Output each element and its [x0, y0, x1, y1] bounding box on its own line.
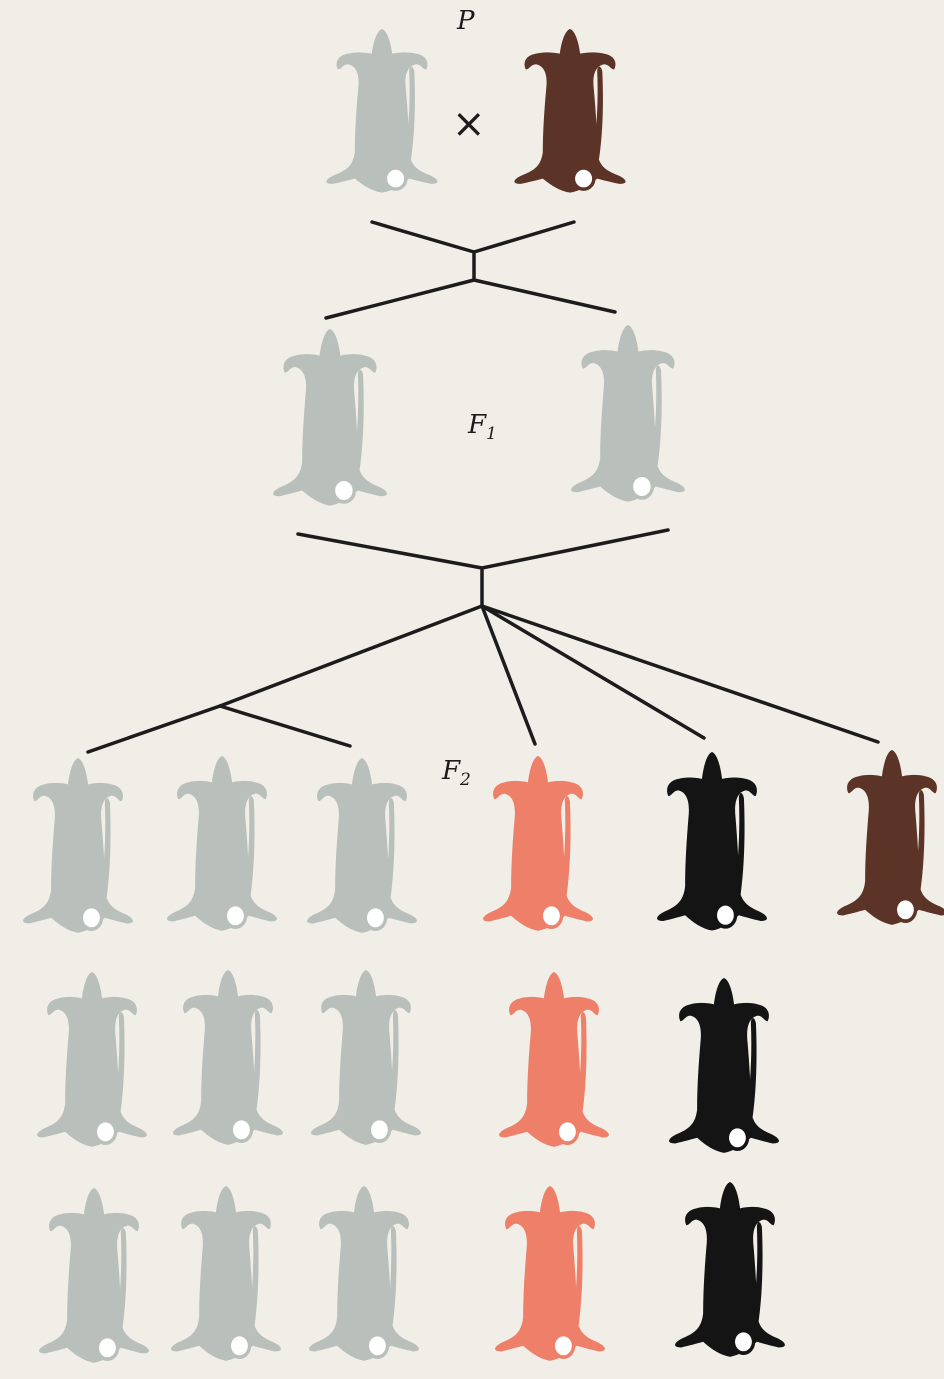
label-f2: F2: [442, 758, 471, 789]
mouse-figures: [23, 29, 944, 1363]
f2-mouse-agouti: [171, 1186, 281, 1361]
f2-mouse-cinnamon: [837, 750, 944, 925]
f2-mouse-black: [675, 1182, 785, 1357]
label-p: P: [457, 8, 475, 34]
label-f2-subscript: 2: [460, 770, 471, 790]
f2-mouse-black: [657, 752, 767, 931]
f2-mouse-agouti: [39, 1188, 149, 1363]
f2-mouse-agouti: [173, 970, 283, 1145]
f2-mouse-agouti: [23, 758, 133, 933]
f1-to-f2-connector: [88, 530, 878, 752]
label-f1-subscript: 1: [486, 424, 497, 444]
f2-mouse-agouti: [309, 1186, 419, 1361]
f2-mouse-agouti: [307, 758, 417, 933]
label-f1-letter: F: [468, 410, 486, 440]
f2-mouse-salmon: [499, 972, 609, 1147]
p-to-f1-connector: [326, 222, 615, 318]
f2-mouse-black: [669, 978, 779, 1153]
f1-mouse-agouti: [571, 325, 685, 502]
cross-symbol: ×: [452, 104, 486, 144]
f2-mouse-salmon: [483, 756, 593, 931]
f2-mouse-agouti: [167, 756, 277, 931]
p-mouse-cinnamon: [514, 29, 625, 193]
p-mouse-agouti: [326, 29, 437, 193]
label-f2-letter: F: [442, 756, 460, 786]
f1-mouse-agouti: [273, 329, 387, 506]
label-f1: F1: [468, 412, 497, 443]
f2-mouse-salmon: [495, 1186, 605, 1361]
f2-mouse-agouti: [311, 970, 421, 1145]
f2-mouse-agouti: [37, 972, 147, 1147]
